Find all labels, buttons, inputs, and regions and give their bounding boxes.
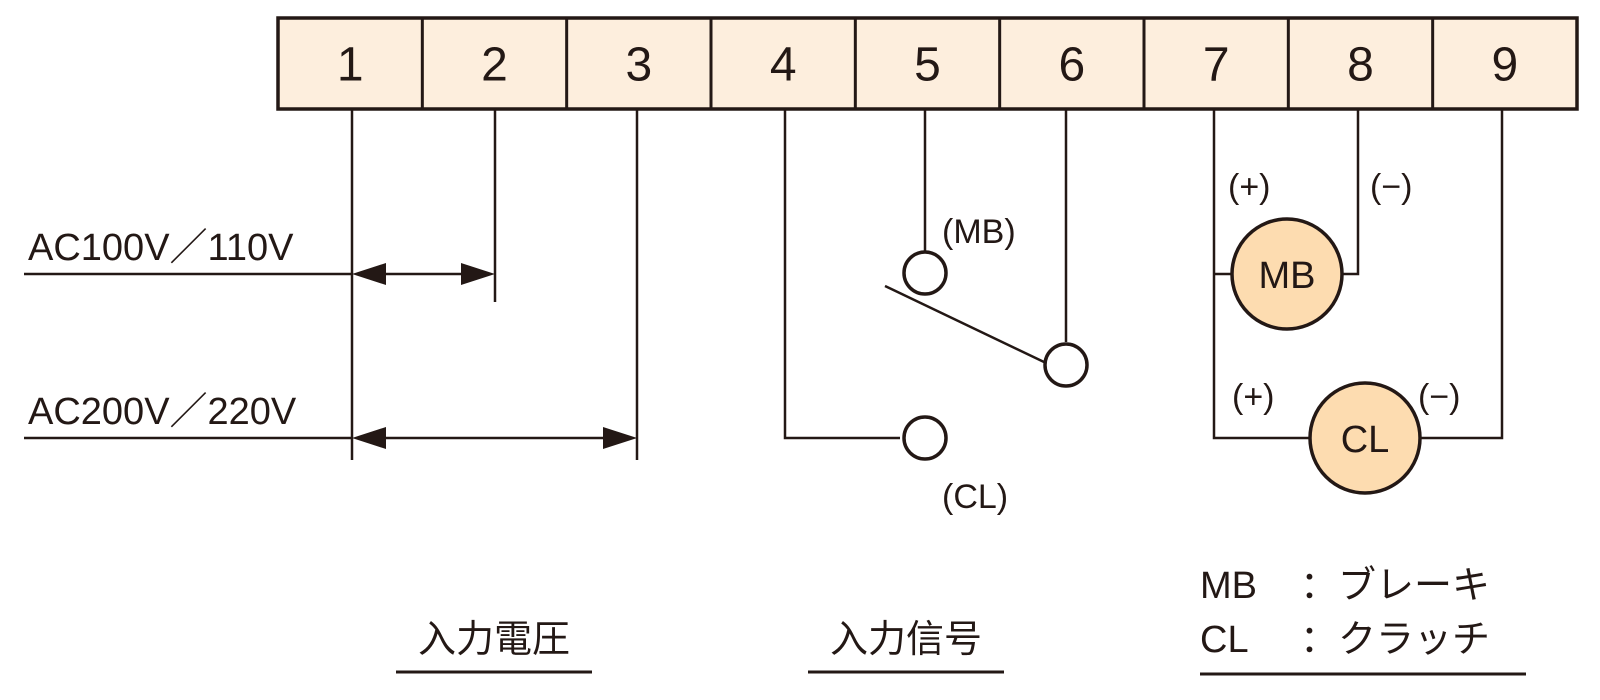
input-voltage-wiring: AC100V／110V AC200V／220V <box>24 109 639 460</box>
terminal-2-label: 2 <box>481 39 508 92</box>
ac200-arrowhead-left <box>352 427 386 449</box>
input-signal-switch: (MB) (CL) <box>783 109 1089 516</box>
legend: MB ：ブレーキ CL ：クラッチ <box>1200 565 1526 676</box>
contact-cl <box>902 415 948 461</box>
coil-wiring: MB CL (+) (−) (+) (−) <box>1212 109 1504 495</box>
clutch-coil-label: CL <box>1341 419 1390 461</box>
ac200-arrowhead-right <box>603 427 637 449</box>
terminal-strip <box>276 16 1579 111</box>
input-signal-caption: 入力信号 <box>830 619 982 661</box>
brake-coil-label: MB <box>1259 255 1316 297</box>
legend-mb-key: MB <box>1200 565 1257 607</box>
ac100-arrowhead-right <box>461 263 495 285</box>
switch-cl-label: (CL) <box>942 478 1008 516</box>
brake-coil <box>1230 217 1344 331</box>
ac100-arrowhead-left <box>352 263 386 285</box>
terminal-9-wire <box>1420 109 1504 440</box>
terminal-8-wire <box>1342 109 1360 276</box>
terminal-8-label: 8 <box>1347 39 1374 92</box>
mb-minus-label: (−) <box>1370 168 1413 206</box>
contact-mb <box>902 250 948 296</box>
terminal-7-label: 7 <box>1203 39 1230 92</box>
terminal-labels: 1 2 3 4 5 6 7 8 9 <box>337 39 1518 92</box>
legend-cl-key: CL <box>1200 619 1249 661</box>
terminal-block: 1 2 3 4 5 6 7 8 9 <box>276 16 1579 111</box>
section-captions: 入力電圧 入力信号 <box>396 619 1004 674</box>
ac100-label: AC100V／110V <box>28 227 294 269</box>
legend-mb-value: ：ブレーキ <box>1300 565 1490 607</box>
terminal-dividers <box>420 18 1435 109</box>
cl-plus-label: (+) <box>1232 378 1275 416</box>
terminal-9-label: 9 <box>1491 39 1518 92</box>
legend-cl-value: ：クラッチ <box>1300 619 1490 661</box>
contact-common <box>1043 342 1089 388</box>
clutch-coil <box>1308 381 1422 495</box>
input-voltage-caption: 入力電圧 <box>418 619 570 661</box>
cl-minus-label: (−) <box>1418 378 1461 416</box>
terminal-4-wire <box>783 109 900 440</box>
terminal-5-label: 5 <box>914 39 941 92</box>
ac200-label: AC200V／220V <box>28 391 297 433</box>
switch-blade <box>884 284 1045 364</box>
terminal-1-label: 1 <box>337 39 364 92</box>
terminal-6-label: 6 <box>1058 39 1085 92</box>
terminal-4-label: 4 <box>770 39 797 92</box>
terminal-3-label: 3 <box>625 39 652 92</box>
mb-plus-label: (+) <box>1228 168 1271 206</box>
terminal-7-wire <box>1212 109 1310 440</box>
switch-mb-label: (MB) <box>942 213 1016 251</box>
